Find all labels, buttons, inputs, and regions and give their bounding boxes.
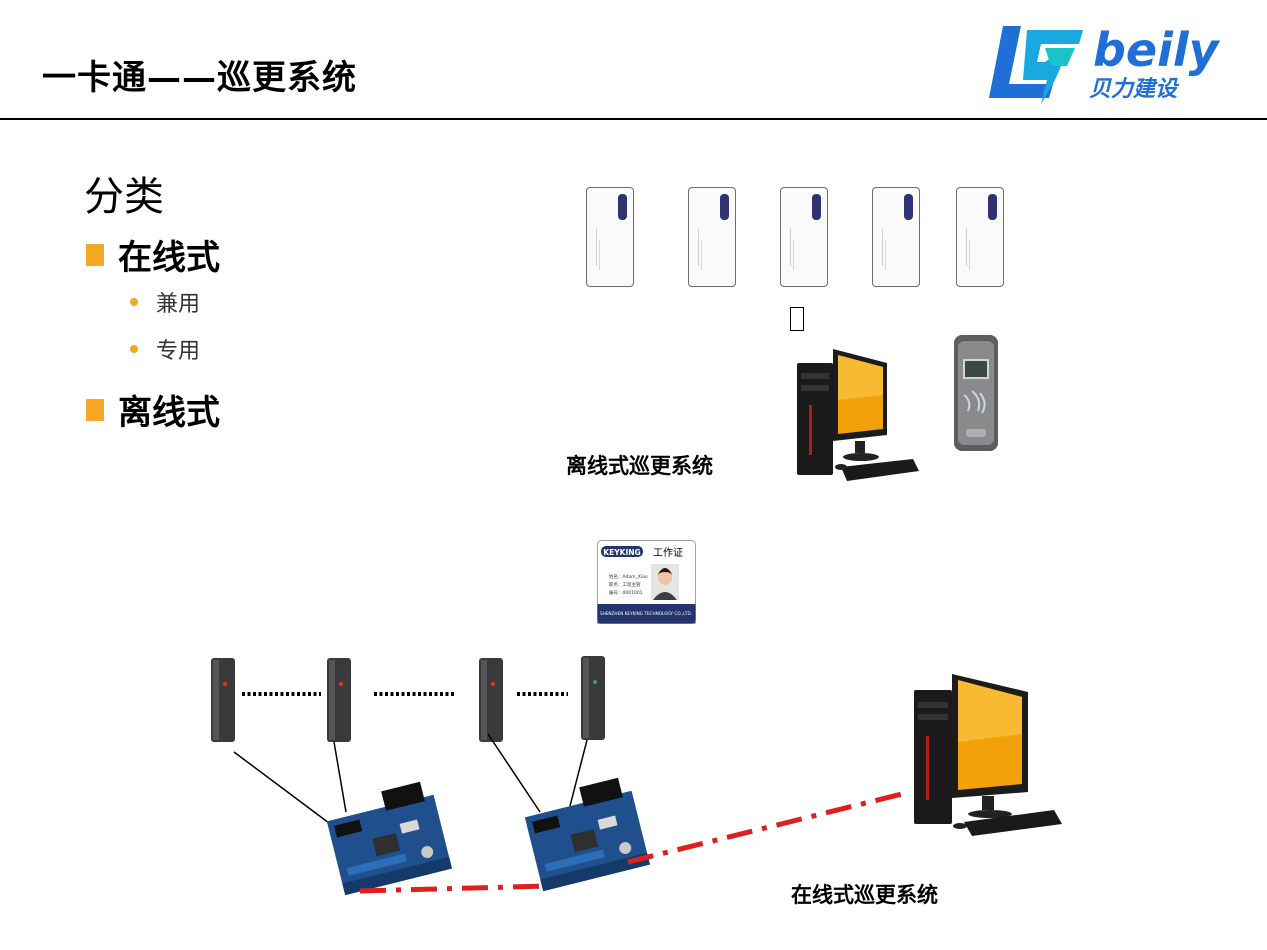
checkpoint-card <box>780 187 828 287</box>
checkpoint-card <box>688 187 736 287</box>
network-link-line <box>359 789 911 894</box>
bullet-dot-icon <box>130 298 138 306</box>
id-card-field: 编号：0001001 <box>609 589 643 596</box>
wire <box>487 733 541 813</box>
id-card-company: SHENZHEN KEYKING TECHNOLOGY CO.,LTD. <box>600 611 692 616</box>
controller-board-icon <box>326 781 452 896</box>
wire <box>333 741 347 813</box>
patrol-reader-device-icon <box>954 335 998 451</box>
id-card-brand: KEYKING <box>603 548 640 557</box>
checkpoint-card <box>872 187 920 287</box>
online-system-diagram <box>211 656 1062 896</box>
sub-bullet-dedicated: 专用 <box>130 333 200 365</box>
logo-mark-icon <box>989 26 1083 104</box>
wire <box>233 751 334 827</box>
logo-brand-text: beily <box>1093 23 1221 77</box>
online-computer-icon <box>914 674 1062 836</box>
bullet-square-icon <box>86 243 104 266</box>
id-card-field: 职务：工程主管 <box>609 581 641 588</box>
controller-board-icon <box>524 777 650 892</box>
card-reader-icon <box>479 658 503 742</box>
offline-system-label: 离线式巡更系统 <box>566 453 713 478</box>
bullet-offline: 离线式 <box>86 385 220 434</box>
offline-computer-icon <box>797 349 919 481</box>
sub-bullet-shared: 兼用 <box>130 286 200 318</box>
bullet-online: 在线式 <box>86 230 220 279</box>
slide-title: 一卡通——巡更系统 <box>42 58 357 98</box>
online-system-label: 在线式巡更系统 <box>791 882 938 907</box>
checkpoint-card <box>586 187 634 287</box>
bullet-label: 在线式 <box>118 238 220 278</box>
employee-id-card: KEYKING 工作证 姓名：Adam_Xiao 职务：工程主管 编号：0001… <box>597 540 696 624</box>
id-card-field: 姓名：Adam_Xiao <box>609 573 648 580</box>
checkpoint-card <box>956 187 1004 287</box>
sub-bullet-label: 专用 <box>156 339 201 364</box>
missing-glyph-box <box>790 307 804 331</box>
section-heading: 分类 <box>84 174 164 220</box>
bullet-square-icon <box>86 398 104 421</box>
beily-logo: beily 贝力建设 <box>989 23 1221 104</box>
id-card-brand-badge <box>601 546 643 557</box>
bullet-dot-icon <box>130 345 138 353</box>
sub-bullet-label: 兼用 <box>156 292 201 317</box>
card-reader-icon <box>581 656 605 740</box>
card-reader-icon <box>211 658 235 742</box>
logo-subtitle-text: 贝力建设 <box>1089 77 1180 102</box>
wire <box>569 739 588 807</box>
bullet-label: 离线式 <box>118 393 220 433</box>
header-divider <box>0 118 1267 120</box>
card-reader-icon <box>327 658 351 742</box>
id-card-photo-icon <box>651 564 679 600</box>
id-card-title: 工作证 <box>653 547 683 559</box>
